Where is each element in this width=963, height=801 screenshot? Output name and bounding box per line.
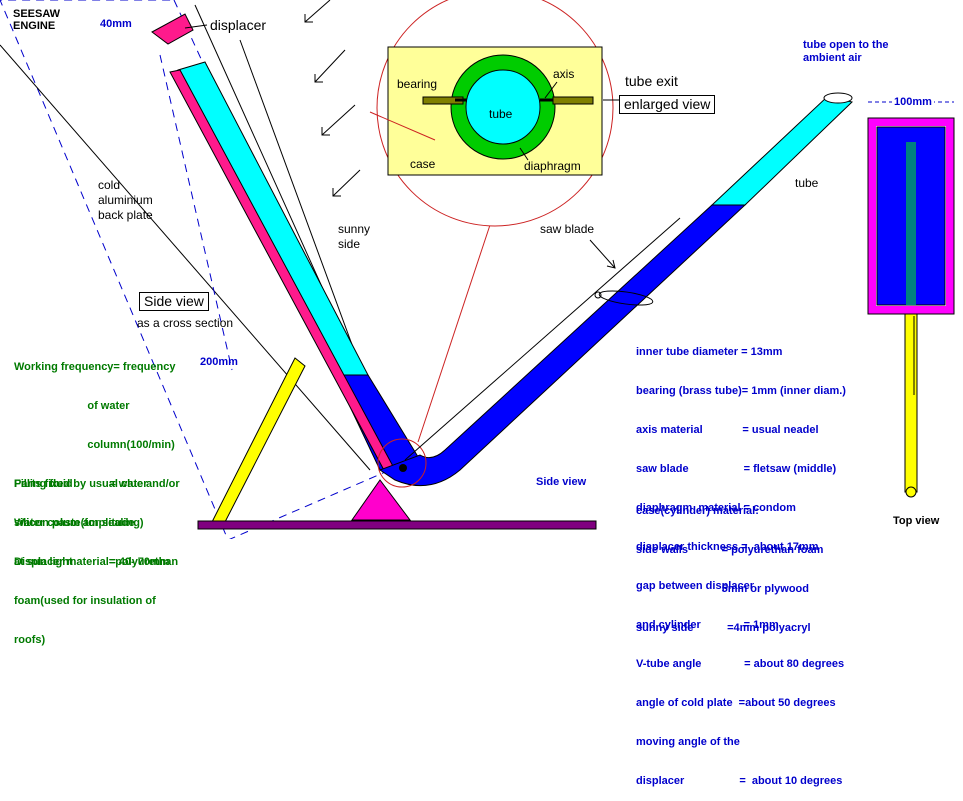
enlarged-case-label: case — [410, 157, 436, 171]
note-line: of water — [14, 400, 130, 412]
spec-line: moving angle of the — [636, 736, 740, 748]
tube-exit-label: tube exit — [625, 73, 678, 89]
note-line: silicon paste(for sealing) — [14, 517, 144, 529]
sunny-side-label: sunny side — [338, 222, 371, 251]
v-tube-water — [378, 204, 747, 487]
notes-left: Working frequency= frequency of water co… — [14, 335, 175, 582]
spec-line: saw blade = fletsaw (middle) — [636, 463, 837, 475]
note-line: roofs) — [14, 634, 46, 646]
top-view-center — [906, 142, 916, 305]
enlarged-axis-label: axis — [553, 67, 575, 81]
case-leader — [369, 111, 436, 141]
note-line: Displacer material=polyurethan — [14, 556, 179, 568]
note-line: Filling fluid = water — [14, 478, 148, 490]
spec-line: inner tube diameter = 13mm — [636, 346, 783, 358]
material-line: side walls = polyurethan foam — [636, 544, 824, 556]
pivot-detail-circle — [377, 438, 427, 488]
displacer-leader — [184, 24, 208, 29]
saw-blade-pivot — [594, 291, 602, 299]
cross-section-label: as a cross section — [137, 316, 234, 330]
spec-line: bearing (brass tube)= 1mm (inner diam.) — [636, 385, 846, 397]
note-line: Water colum amplitude — [14, 517, 135, 529]
notes-parts: Parts fixed by usual clue and/or silicon… — [14, 452, 180, 660]
top-view-label: Top view — [893, 515, 940, 527]
side-view-box: Side view — [139, 292, 209, 311]
enlarged-tube-label: tube — [489, 107, 513, 121]
displacer-label: displacer — [210, 17, 267, 33]
dimension-40mm: 40mm — [100, 18, 132, 30]
saw-blade-bearing — [598, 290, 654, 306]
right-tube-cyan — [710, 95, 853, 206]
seesaw-engine-diagram — [0, 0, 955, 539]
enlarged-diaphragm-label: diaphragm — [524, 159, 581, 173]
note-line: foam(used for insulation of — [14, 595, 156, 607]
case-material-list: case(cylinder) material: side walls = po… — [636, 479, 823, 648]
note-line: column(100/min) — [14, 439, 175, 451]
base-plate — [197, 520, 597, 530]
displacer-head — [151, 13, 194, 45]
saw-blade-line — [404, 217, 681, 461]
tube-label: tube — [795, 176, 819, 190]
enlarged-bearing-right — [552, 96, 594, 105]
dimension-100mm: 100mm — [892, 96, 934, 109]
title: SEESAW ENGINE — [13, 8, 61, 32]
enlarged-view-box: enlarged view — [619, 95, 716, 114]
spec-line: displacer = about 10 degrees — [636, 775, 843, 787]
enlarged-leader — [417, 224, 491, 443]
diaphragm-leader — [519, 147, 529, 161]
pivot-axis — [399, 464, 407, 472]
fulcrum — [351, 479, 411, 521]
material-line: sunny side =4mm polyacryl — [636, 622, 811, 634]
tube-opening — [823, 92, 853, 104]
spec-line: diaphragm material = condom — [636, 502, 796, 514]
enlarged-tube — [465, 69, 541, 145]
saw-blade-arrow — [606, 259, 616, 269]
material-line: 5mm or plywood — [636, 583, 809, 595]
dimension-200mm: 200mm — [200, 356, 238, 368]
displacer-wall — [169, 69, 396, 473]
sun-rays — [304, 0, 361, 197]
side-view-label: Side view — [536, 476, 587, 488]
enlarged-bearing-label: bearing — [397, 77, 438, 91]
spec-line: V-tube angle = about 80 degrees — [636, 658, 845, 670]
dimension-line-200 — [159, 54, 233, 371]
yellow-leg — [211, 357, 306, 523]
tube-open-label: tube open to the ambient air — [803, 39, 889, 64]
note-line: Parts fixed by usual clue and/or — [14, 478, 180, 490]
spec-line: axis material = usual neadel — [636, 424, 819, 436]
top-view-saw — [904, 313, 918, 493]
saw-blade-leader — [589, 239, 616, 269]
case-line — [0, 44, 371, 471]
axis-leader — [544, 81, 558, 99]
material-line: case(cylinder) material: — [636, 505, 759, 517]
note-line: Working frequency= frequency — [14, 361, 176, 373]
spec-line: angle of cold plate =about 50 degrees — [636, 697, 836, 709]
cold-plate-label: cold aluminium back plate — [98, 178, 153, 222]
top-view-saw-end — [905, 486, 917, 498]
saw-blade-label: saw blade — [540, 222, 595, 236]
